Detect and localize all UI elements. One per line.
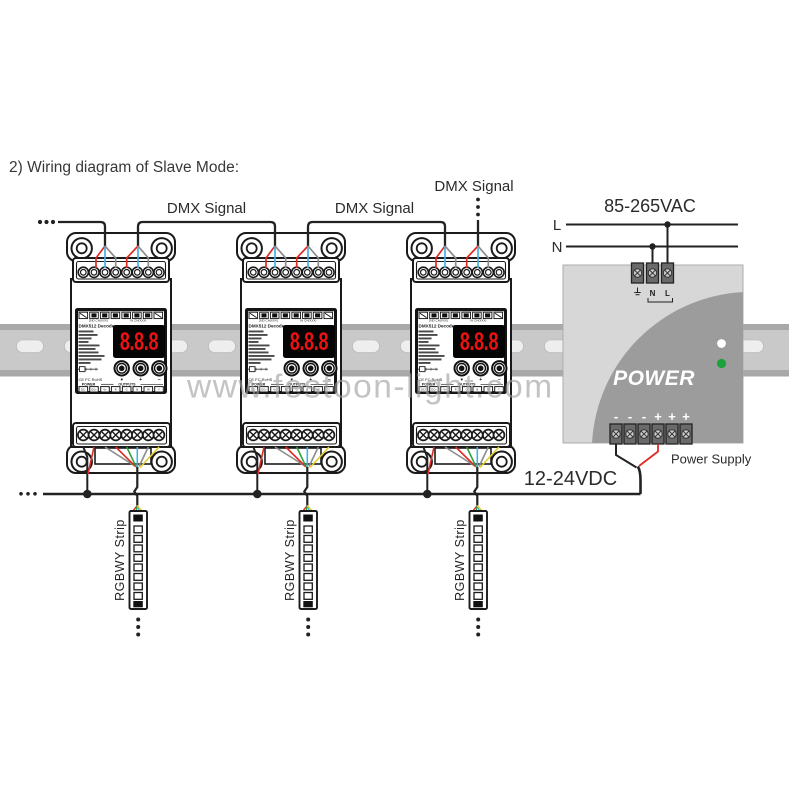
dc-bus-wiring xyxy=(19,444,659,496)
psu-l-label: L xyxy=(665,289,670,298)
psu-feed-wire xyxy=(636,465,642,494)
dmx-decoder-1 xyxy=(67,233,175,473)
dc-voltage-label: 12-24VDC xyxy=(524,468,617,490)
neutral-label: N xyxy=(552,239,563,256)
psu-front-swoosh xyxy=(592,292,743,443)
dmx-signal-label-1: DMX Signal xyxy=(167,200,246,217)
rgbwy-strip-3 xyxy=(452,510,488,638)
page-title: 2) Wiring diagram of Slave Mode: xyxy=(9,159,239,176)
psu-polarity-labels: - - - + + + xyxy=(614,409,690,424)
continuation-dots-bottom xyxy=(19,492,37,496)
dmx-signal-label-3: DMX Signal xyxy=(434,178,513,195)
svg-text:-: - xyxy=(614,409,618,424)
svg-text:+: + xyxy=(654,409,662,424)
ac-voltage-label: 85-265VAC xyxy=(604,196,696,216)
ac-input-wiring xyxy=(566,221,738,263)
power-supply-label: Power Supply xyxy=(671,452,752,467)
psu-positive-wire xyxy=(638,444,659,467)
nl-bracket xyxy=(647,298,673,303)
continuation-dots-top xyxy=(37,219,56,225)
ground-icon xyxy=(634,287,641,296)
psu-brand-text: POWER xyxy=(613,367,695,390)
rgbwy-strip-2 xyxy=(282,510,318,638)
dmx-decoder-2 xyxy=(237,233,345,473)
psu-negative-wire xyxy=(615,444,638,469)
svg-text:-: - xyxy=(642,409,646,424)
dmx-dotted-continuation xyxy=(476,197,480,217)
line-label: L xyxy=(553,217,561,234)
dmx-feed-in-wire xyxy=(58,220,107,246)
psu-green-led xyxy=(716,358,727,369)
psu-white-led xyxy=(717,339,726,348)
power-supply-unit: N L POWER - - - + + + xyxy=(562,262,744,445)
dmx-decoder-3 xyxy=(407,233,515,473)
dmx-link-wire-1 xyxy=(136,220,277,246)
svg-text:-: - xyxy=(628,409,632,424)
output-wiring xyxy=(81,445,501,638)
rgbwy-strip-1 xyxy=(112,510,148,638)
dmx-chain-wiring xyxy=(37,197,490,269)
psu-n-label: N xyxy=(650,289,656,298)
dmx-link-wire-2 xyxy=(306,220,447,246)
watermark-text: www.festoon-light.com xyxy=(186,369,554,406)
svg-text:+: + xyxy=(668,409,676,424)
svg-text:+: + xyxy=(682,409,690,424)
dmx-signal-label-2: DMX Signal xyxy=(335,200,414,217)
